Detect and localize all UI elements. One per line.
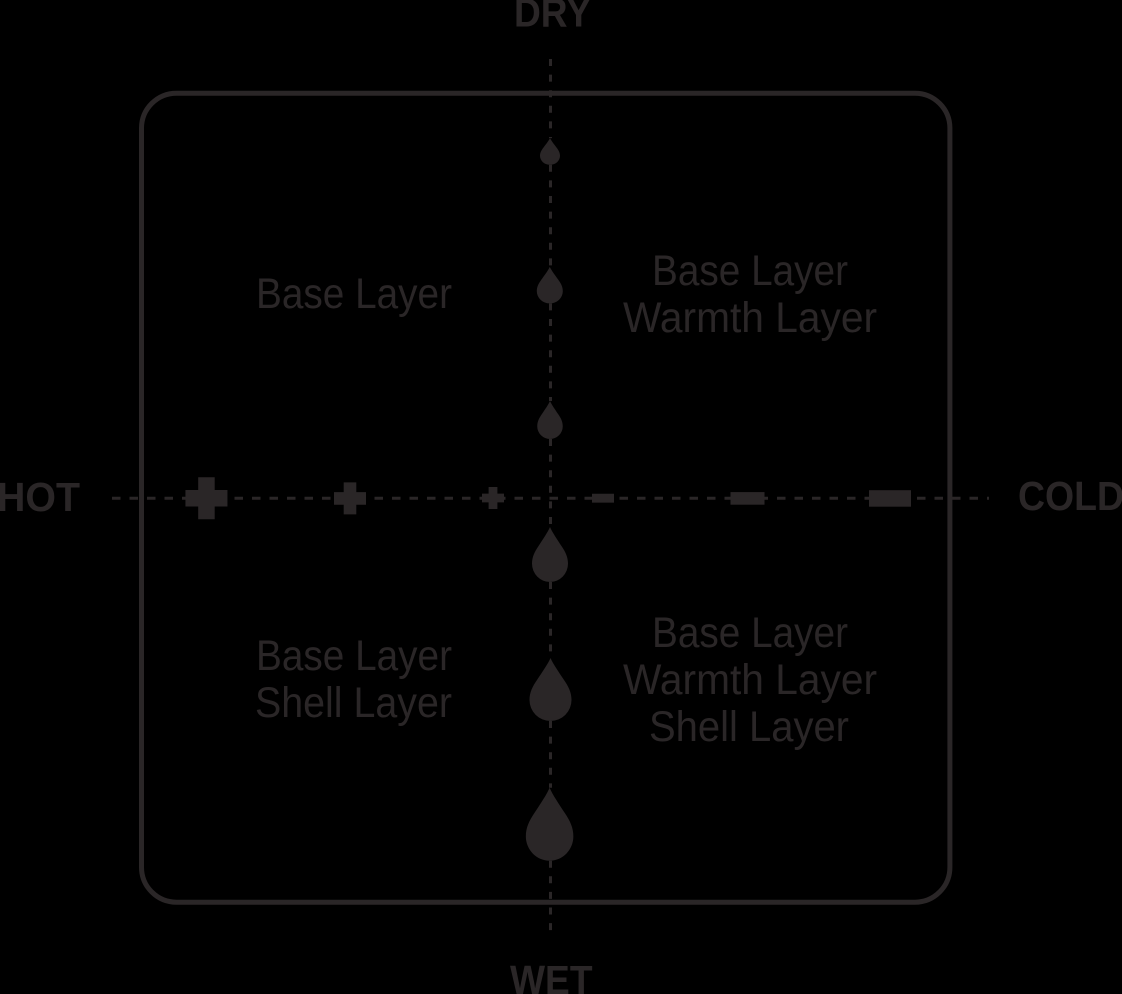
svg-text:COLD: COLD [1018, 473, 1122, 519]
svg-text:Base Layer: Base Layer [652, 247, 848, 295]
svg-text:Warmth Layer: Warmth Layer [623, 656, 877, 704]
svg-text:Shell Layer: Shell Layer [255, 679, 452, 727]
svg-text:Warmth Layer: Warmth Layer [623, 294, 877, 342]
svg-text:HOT: HOT [0, 474, 80, 520]
svg-text:Shell Layer: Shell Layer [649, 703, 849, 751]
svg-text:Base Layer: Base Layer [256, 632, 452, 680]
svg-text:Base Layer: Base Layer [256, 270, 452, 318]
svg-text:WET: WET [510, 957, 593, 994]
svg-text:DRY: DRY [514, 0, 591, 36]
svg-text:Base Layer: Base Layer [652, 609, 848, 657]
